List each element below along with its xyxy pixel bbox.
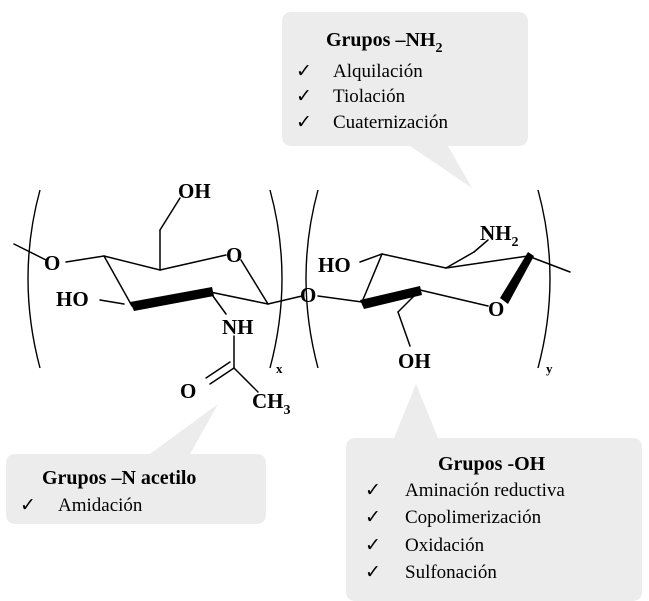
bracket-right-close (537, 189, 551, 369)
check-icon: ✓ (296, 112, 312, 133)
check-icon: ✓ (20, 495, 36, 516)
atom-nh2: NH2 (480, 221, 519, 250)
callout-n-acetilo-item: Amidación (58, 495, 143, 516)
repeat-index-y: y (546, 361, 553, 376)
callout-oh-item: Oxidación (405, 535, 485, 556)
atom-oh: OH (398, 349, 431, 373)
ring-oxygen: O (488, 297, 504, 321)
callout-nh2-bubble (282, 12, 528, 188)
atom-nh: NH (222, 315, 254, 339)
check-icon: ✓ (365, 507, 381, 528)
callout-oh-bubble (346, 384, 642, 601)
ring-oxygen: O (226, 243, 242, 267)
wedge-bond (130, 287, 214, 311)
callout-oh-title: Grupos -OH (438, 453, 546, 475)
check-icon: ✓ (365, 562, 381, 583)
callout-n-acetilo-title: Grupos –N acetilo (42, 467, 196, 489)
callout-nh2-item: Tiolación (333, 86, 406, 107)
acetylglucosamine-ring (13, 197, 303, 393)
bracket-left-open (27, 189, 41, 369)
callout-nh2-title: Grupos –NH2 (326, 29, 442, 56)
check-icon: ✓ (296, 61, 312, 82)
check-icon: ✓ (296, 86, 312, 107)
glycosidic-oxygen: O (300, 283, 316, 307)
atom-ho: HO (318, 253, 351, 277)
check-icon: ✓ (365, 535, 381, 556)
wedge-bond (500, 252, 534, 304)
callout-oh: Grupos -OH ✓ Aminación reductiva ✓ Copol… (346, 384, 642, 601)
atom-o: O (180, 379, 196, 403)
atom-ho: HO (56, 287, 89, 311)
callout-nh2-item: Alquilación (333, 61, 423, 82)
callout-oh-item: Sulfonación (405, 562, 497, 583)
callout-oh-item: Copolimerización (405, 507, 542, 528)
repeat-brackets (27, 189, 551, 369)
repeat-index-x: x (276, 361, 283, 376)
check-icon: ✓ (365, 480, 381, 501)
callout-n-acetilo-bubble (6, 404, 266, 524)
bracket-right-open (305, 189, 319, 369)
callout-nh2: Grupos –NH2 ✓ Alquilación ✓ Tiolación ✓ … (282, 12, 528, 188)
bracket-left-close (269, 189, 283, 369)
atom-ch3: CH3 (252, 389, 291, 418)
callout-n-acetilo: Grupos –N acetilo ✓ Amidación (6, 404, 266, 524)
callout-nh2-item: Cuaternización (333, 112, 449, 133)
wedge-bond (360, 286, 422, 309)
atom-oh: OH (178, 179, 211, 203)
callout-oh-item: Aminación reductiva (405, 480, 565, 501)
atom-o: O (44, 251, 60, 275)
